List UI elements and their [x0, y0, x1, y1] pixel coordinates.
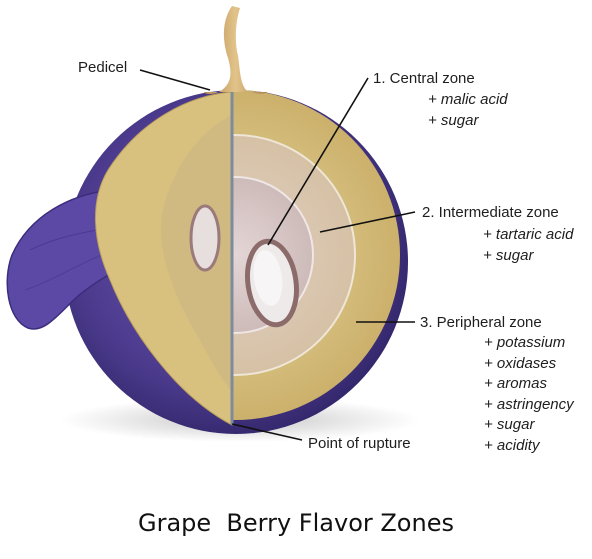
central-components: + malic acid + sugar	[428, 90, 508, 131]
label-pedicel: Pedicel	[78, 59, 128, 76]
central-component: + sugar	[428, 111, 479, 129]
label-intermediate-zone: 2. Intermediate zone	[422, 204, 559, 221]
peripheral-components: + potassium + oxidases + aromas + astrin…	[484, 333, 574, 456]
intermediate-components: + tartaric acid + sugar	[483, 225, 573, 266]
right-seed-highlight	[253, 250, 283, 306]
leader-rupture	[231, 423, 303, 441]
intermediate-component: + sugar	[483, 246, 534, 264]
label-central-zone: 1. Central zone	[373, 70, 475, 87]
leader-pedicel	[139, 69, 211, 91]
left-seed	[189, 204, 221, 272]
intermediate-component: + tartaric acid	[483, 226, 574, 243]
peripheral-component: + oxidases	[484, 354, 557, 372]
peripheral-component: + acidity	[484, 436, 540, 454]
cross-section	[232, 90, 400, 420]
central-component: + malic acid	[428, 91, 508, 108]
peripheral-component: + aromas	[484, 375, 547, 392]
leader-central	[267, 77, 369, 246]
label-peripheral-zone: 3. Peripheral zone	[420, 314, 542, 331]
label-point-of-rupture: Point of rupture	[308, 435, 411, 452]
pedicel-stem	[204, 6, 268, 95]
peripheral-component: + sugar	[484, 416, 535, 433]
diagram-caption: Grape Berry Flavor Zones	[138, 509, 454, 537]
peripheral-component: + potassium	[484, 334, 566, 351]
peripheral-component: + astringency	[484, 395, 574, 413]
leader-intermediate	[319, 211, 416, 233]
